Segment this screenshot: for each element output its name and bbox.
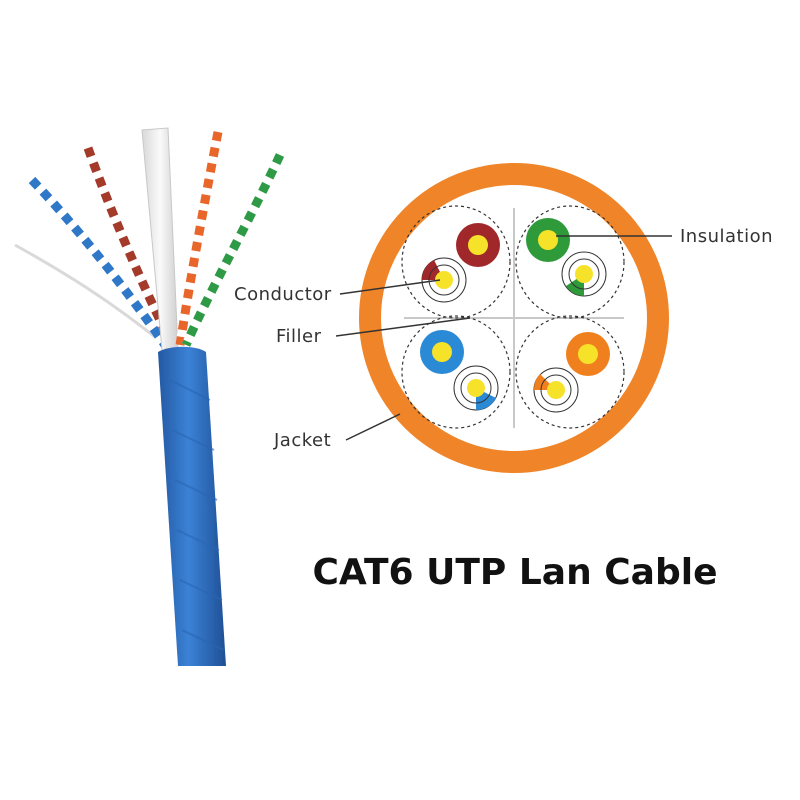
conductor bbox=[432, 342, 452, 362]
pair-blue bbox=[420, 330, 499, 411]
cable-sheath bbox=[158, 346, 226, 666]
product-title: CAT6 UTP Lan Cable bbox=[312, 552, 718, 593]
pair-enclosures bbox=[401, 205, 625, 429]
conductor-leader bbox=[339, 279, 441, 295]
conductor bbox=[467, 379, 485, 397]
sheath-texture bbox=[169, 379, 225, 651]
cross-filler bbox=[404, 208, 624, 428]
pair-brown bbox=[421, 223, 500, 303]
twisted-pair-blue bbox=[28, 176, 169, 348]
filler-leader bbox=[335, 317, 471, 337]
cable-illustration bbox=[14, 127, 285, 666]
filler-label: Filler bbox=[276, 326, 322, 347]
jacket-leader bbox=[345, 413, 401, 441]
pair-green bbox=[526, 218, 607, 297]
conductor bbox=[435, 271, 453, 289]
twisted-pair-orange bbox=[175, 131, 223, 346]
conductor bbox=[575, 265, 593, 283]
conductor bbox=[538, 230, 558, 250]
jacket-label: Jacket bbox=[274, 430, 332, 451]
insulation-label: Insulation bbox=[680, 226, 774, 247]
conductor bbox=[578, 344, 598, 364]
conductor bbox=[468, 235, 488, 255]
pair-orange bbox=[533, 332, 610, 413]
conductor bbox=[547, 381, 565, 399]
filler-thread bbox=[14, 243, 166, 347]
twisted-pair-green bbox=[181, 153, 285, 347]
cross-section bbox=[335, 163, 672, 473]
callout-lines bbox=[335, 235, 672, 441]
conductor-label: Conductor bbox=[234, 284, 332, 305]
